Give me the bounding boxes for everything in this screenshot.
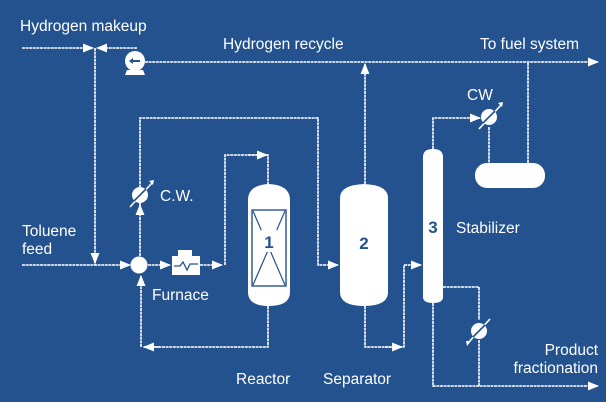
toluene-feed-label-line1: Toluene xyxy=(22,223,76,240)
hydrogen-recycle-stream xyxy=(145,57,600,184)
separator-liquid-stream xyxy=(364,260,423,352)
cw-overhead-label: CW xyxy=(467,87,493,104)
to-fuel-system-label: To fuel system xyxy=(480,36,579,53)
reboiler-exchanger-icon xyxy=(466,318,491,346)
product-fractionation-label-line1: Product xyxy=(545,342,599,359)
reflux-drum-icon xyxy=(475,163,545,188)
stabilizer-column: 3 xyxy=(423,149,443,303)
cw-feed-label: C.W. xyxy=(160,188,194,205)
stabilizer-label: Stabilizer xyxy=(456,220,520,237)
hydrogen-recycle-label: Hydrogen recycle xyxy=(223,36,344,53)
stabilizer-bottoms-stream xyxy=(432,286,600,391)
overhead-condenser-icon xyxy=(478,102,503,130)
compressor-icon xyxy=(125,51,145,75)
toluene-feed-label-line2: feed xyxy=(22,241,52,258)
separator-label: Separator xyxy=(323,371,391,388)
reactor-recycle-stream xyxy=(136,274,269,352)
reactor-label: Reactor xyxy=(236,371,290,388)
reactor-number: 1 xyxy=(264,233,273,252)
heat-exchanger-icon xyxy=(129,180,154,208)
hydrogen-makeup-label: Hydrogen makeup xyxy=(20,18,147,35)
reactor-vessel: 1 xyxy=(248,184,290,306)
reactor-effluent-cooling-loop xyxy=(135,117,340,270)
separator-number: 2 xyxy=(359,234,368,253)
mixer-icon xyxy=(130,256,148,274)
separator-vessel: 2 xyxy=(340,184,388,306)
stabilizer-overhead-stream xyxy=(432,113,490,164)
furnace-icon xyxy=(172,250,200,275)
stabilizer-number: 3 xyxy=(428,218,437,237)
furnace-label: Furnace xyxy=(152,287,209,304)
furnace-feed-stream xyxy=(148,150,269,270)
toluene-feed-stream xyxy=(22,252,132,270)
product-fractionation-label-line2: fractionation xyxy=(514,360,598,377)
